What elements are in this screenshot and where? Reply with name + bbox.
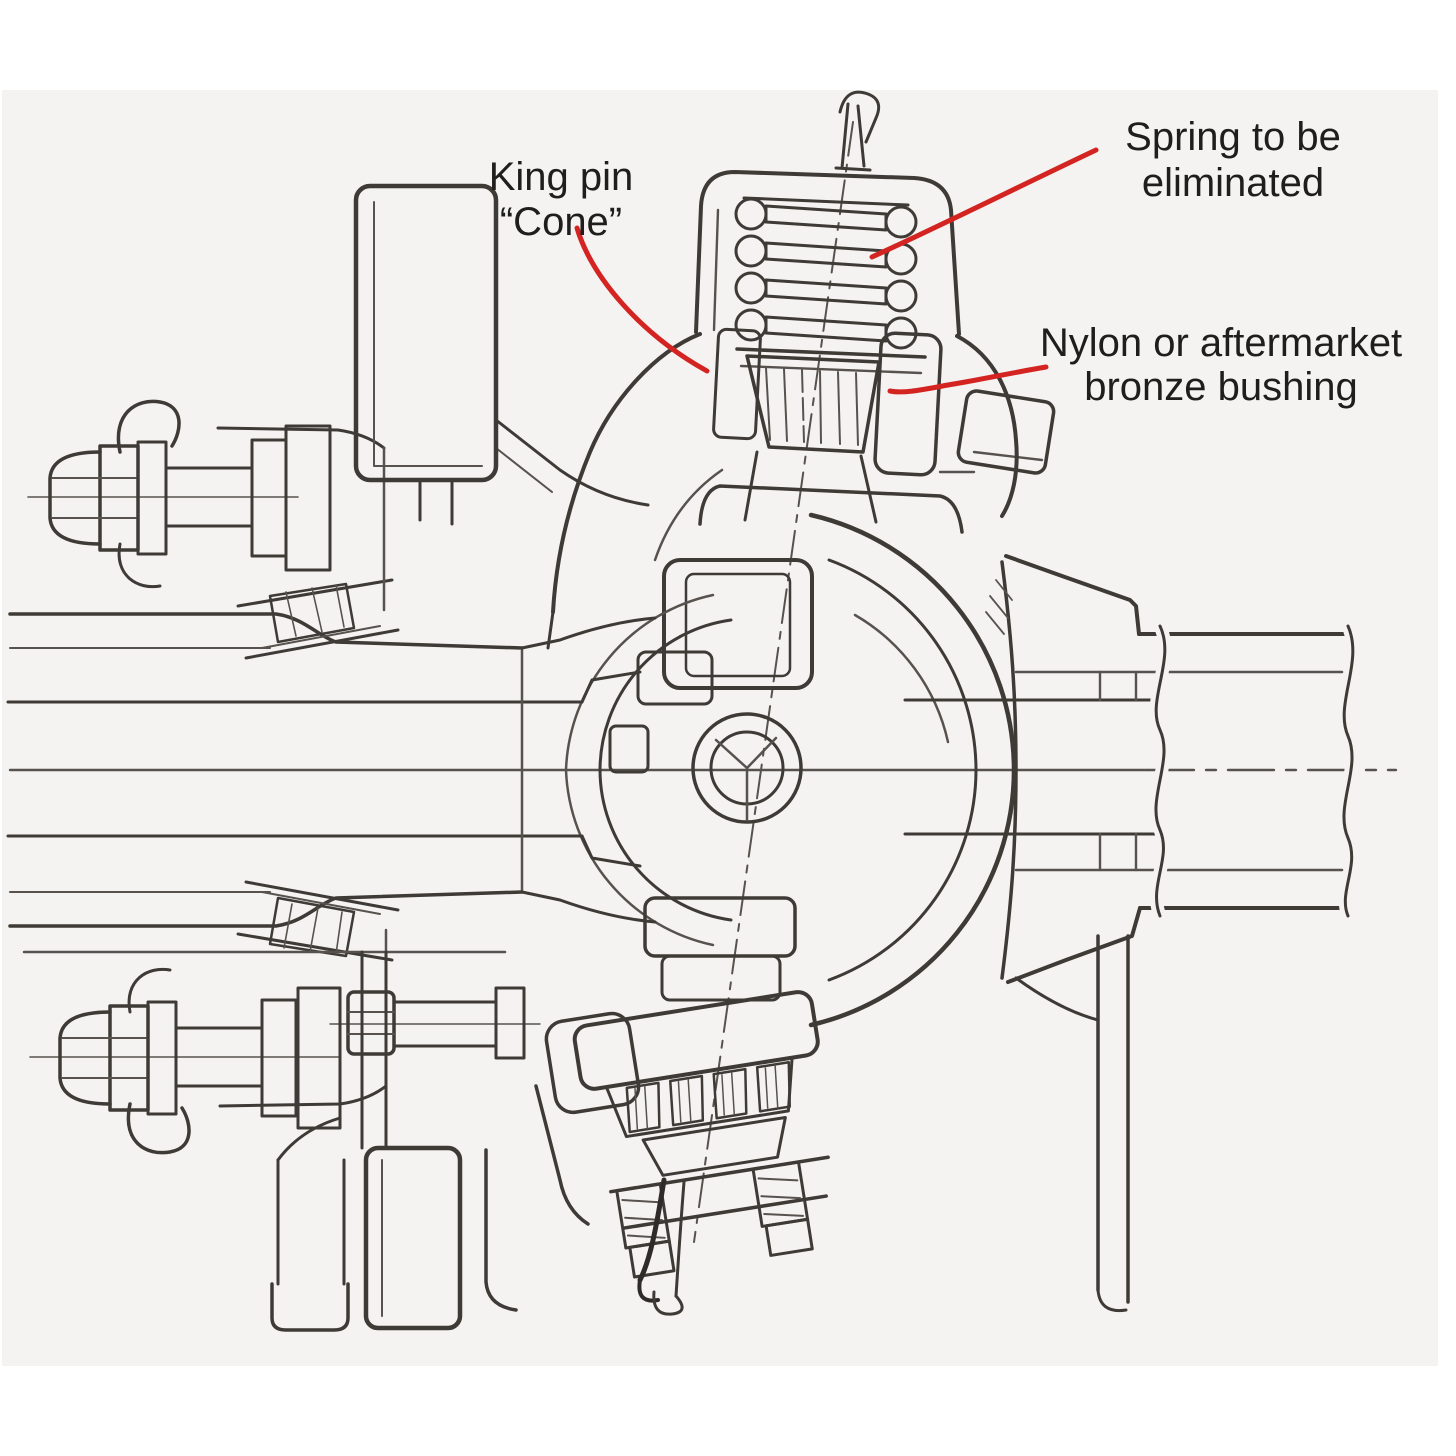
wheel-bearing-lower bbox=[236, 880, 400, 962]
bearing-inner-cone bbox=[641, 1115, 787, 1177]
brake-backing-plate-bottom bbox=[360, 950, 518, 1331]
wheel-bearing-upper bbox=[236, 578, 400, 660]
bearing-rollers bbox=[625, 1060, 791, 1134]
bearing-outer-race bbox=[604, 1056, 794, 1139]
backing-plate-bolt bbox=[346, 986, 526, 1060]
spring-label-line1: Spring to be bbox=[1125, 115, 1341, 159]
retainer-bolt-right bbox=[751, 1160, 814, 1257]
annotation-lines bbox=[574, 147, 1099, 395]
spring-label-line2: eliminated bbox=[1142, 161, 1324, 205]
lock-washer-tab bbox=[126, 1102, 191, 1155]
bushing-label-line1: Nylon or aftermarket bbox=[1040, 321, 1402, 365]
knuckle-ball-housing bbox=[546, 332, 1019, 1028]
lower-hub-stud-assembly bbox=[58, 967, 342, 1155]
brake-backing-plate-top bbox=[353, 183, 499, 526]
king-pin-cone-part bbox=[745, 354, 881, 454]
break-line-1 bbox=[1149, 623, 1172, 919]
king-pin-label-line1: King pin bbox=[489, 155, 634, 199]
labels: King pin “Cone” Spring to be eliminated … bbox=[489, 115, 1402, 409]
universal-joint bbox=[643, 712, 803, 1002]
king-pin-cap bbox=[694, 170, 961, 336]
lower-cotter-pin bbox=[637, 1177, 686, 1316]
cotter-pin-top bbox=[834, 90, 881, 172]
cone-leader-line bbox=[574, 225, 710, 374]
upper-king-pin-assembly bbox=[608, 90, 1056, 774]
break-line-2 bbox=[1337, 623, 1360, 919]
king-pin-axis bbox=[693, 121, 854, 1243]
axle-tube-right bbox=[903, 554, 1360, 984]
bushing-label-line2: bronze bushing bbox=[1084, 365, 1358, 409]
left-tab bbox=[608, 724, 650, 774]
bushing-leader-line bbox=[887, 364, 1049, 395]
bushing-part bbox=[873, 331, 943, 477]
lock-washer-tab bbox=[116, 399, 181, 454]
steering-stop bbox=[938, 389, 1056, 475]
king-pin-label-line2: “Cone” bbox=[500, 200, 622, 244]
castellated-nut bbox=[48, 450, 102, 546]
upper-trunnion-bearing bbox=[662, 558, 814, 690]
axle-shaft-left bbox=[6, 650, 714, 868]
castellated-nut bbox=[58, 1010, 112, 1106]
upper-hub-stud-assembly bbox=[48, 399, 332, 589]
spring-leader-line bbox=[869, 147, 1099, 260]
centerlines bbox=[8, 121, 1398, 1243]
knuckle-lower-arms bbox=[534, 934, 1130, 1313]
left-bore-wall bbox=[712, 327, 762, 441]
